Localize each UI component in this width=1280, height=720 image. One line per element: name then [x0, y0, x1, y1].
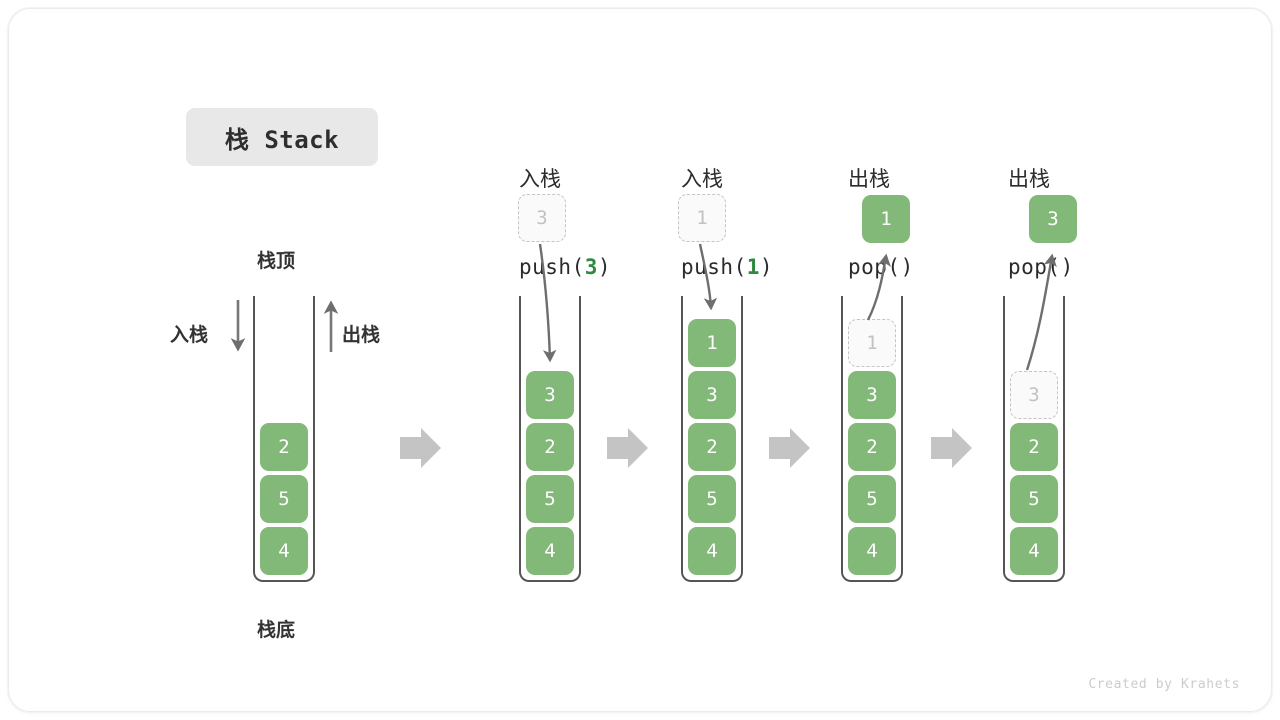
code-suffix: ) [597, 254, 612, 279]
stack-cell: 1 [688, 319, 736, 367]
floating-element: 3 [1029, 195, 1077, 243]
stack-cell: 5 [688, 475, 736, 523]
step-header-code: push(3) [519, 253, 611, 282]
stack-cell: 3 [848, 371, 896, 419]
stack-cell: 2 [688, 423, 736, 471]
step-header-cn: 入栈 [519, 167, 561, 191]
step-header-push-3: 入栈 push(3) [519, 108, 611, 340]
step-header-cn: 出栈 [848, 167, 890, 191]
title-badge: 栈 Stack [186, 108, 378, 166]
stack-cell: 5 [848, 475, 896, 523]
step-header-code: pop() [848, 253, 914, 282]
stack-container-pop-1 [841, 296, 903, 582]
stack-cell: 4 [526, 527, 574, 575]
stack-cell: 4 [260, 527, 308, 575]
footer-credit: Created by Krahets [1088, 677, 1240, 692]
stack-cell: 5 [1010, 475, 1058, 523]
stack-container-push-3 [519, 296, 581, 582]
step-header-pop-1: 出栈 pop() [848, 108, 914, 340]
title-badge-label: 栈 Stack [224, 125, 340, 154]
stack-container-push-1 [681, 296, 743, 582]
pop-direction-label: 出栈 [342, 325, 381, 346]
stack-cell: 3 [688, 371, 736, 419]
stack-cell: 4 [1010, 527, 1058, 575]
stack-cell: 5 [526, 475, 574, 523]
stack-cell: 4 [848, 527, 896, 575]
step-header-cn: 入栈 [681, 167, 723, 191]
stack-cell: 2 [848, 423, 896, 471]
stack-container-initial [253, 296, 315, 582]
stack-cell: 3 [1010, 371, 1058, 419]
code-suffix: ) [900, 254, 914, 279]
code-arg: 3 [584, 254, 598, 279]
code-prefix: pop( [848, 254, 901, 279]
code-suffix: ) [759, 254, 774, 279]
code-prefix: push( [681, 254, 747, 279]
stack-cell: 5 [260, 475, 308, 523]
stack-container-pop-2 [1003, 296, 1065, 582]
step-header-cn: 出栈 [1008, 167, 1050, 191]
stack-cell: 4 [688, 527, 736, 575]
step-header-code: push(1) [681, 253, 773, 282]
floating-element: 3 [518, 194, 566, 242]
stack-cell: 2 [260, 423, 308, 471]
floating-element: 1 [678, 194, 726, 242]
floating-element: 1 [862, 195, 910, 243]
code-arg: 1 [746, 254, 760, 279]
push-direction-label: 入栈 [170, 325, 209, 346]
stack-top-label: 栈顶 [257, 251, 296, 272]
code-prefix: push( [519, 254, 585, 279]
step-header-code: pop() [1008, 253, 1074, 282]
code-prefix: pop( [1008, 254, 1061, 279]
stack-cell: 2 [526, 423, 574, 471]
code-suffix: ) [1060, 254, 1074, 279]
stack-bottom-label: 栈底 [257, 620, 296, 641]
step-header-push-1: 入栈 push(1) [681, 108, 773, 340]
stack-cell: 3 [526, 371, 574, 419]
stack-cell: 1 [848, 319, 896, 367]
stack-cell: 2 [1010, 423, 1058, 471]
